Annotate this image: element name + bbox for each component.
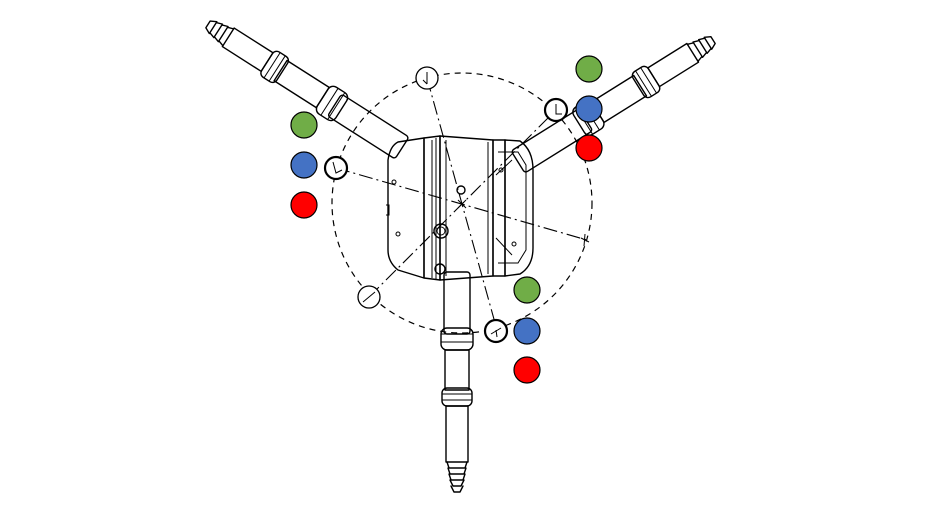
hole-target-icon xyxy=(415,66,439,90)
marker-blue xyxy=(513,317,541,345)
marker-red xyxy=(290,191,318,219)
marker-green xyxy=(290,111,318,139)
marker-green xyxy=(513,276,541,304)
bottom-arm xyxy=(440,271,474,493)
hole-target-icon xyxy=(357,285,381,309)
hole-target-icon xyxy=(483,318,509,344)
hub-body xyxy=(386,135,534,281)
hole-target-icon xyxy=(323,155,349,181)
marker-blue xyxy=(575,95,603,123)
marker-red xyxy=(513,356,541,384)
marker-group-left xyxy=(290,111,318,219)
hole-targets xyxy=(323,66,590,344)
marker-blue xyxy=(290,151,318,179)
right-arm xyxy=(511,36,716,173)
left-arm xyxy=(205,20,409,159)
marker-group-bottom xyxy=(513,276,541,384)
marker-group-right xyxy=(575,55,603,162)
hole-target-icon xyxy=(580,233,590,247)
hole-target-icon xyxy=(543,97,569,123)
bolt-circle xyxy=(331,72,593,334)
marker-red xyxy=(575,134,603,162)
marker-green xyxy=(575,55,603,83)
